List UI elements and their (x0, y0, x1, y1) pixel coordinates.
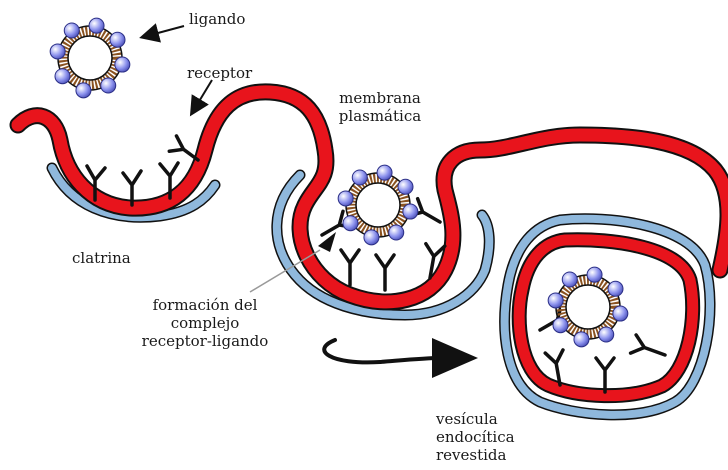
ligand-ring (561, 280, 615, 334)
ligand-bead (55, 69, 70, 84)
receptor (596, 358, 614, 392)
ligand-ring (63, 31, 117, 85)
ligand-bead (562, 272, 577, 287)
label-formacion-complejo: formación del complejo receptor-ligando (135, 296, 275, 350)
label-vesicula-endocitica: vesícula endocítica revestida (436, 410, 515, 464)
label-receptor: receptor (187, 64, 252, 82)
ligand-bead (50, 44, 65, 59)
ligand-bead (76, 83, 91, 98)
ligand-bead (599, 327, 614, 342)
ligand-bead (377, 165, 392, 180)
receptor (630, 335, 668, 364)
ligand-bead (89, 18, 104, 33)
ligand-bead (115, 57, 130, 72)
ligand-bead (398, 179, 413, 194)
receptor (376, 255, 394, 290)
ligand-bead (548, 293, 563, 308)
label-clatrina: clatrina (72, 249, 131, 267)
label-membrana-line1: membrana (325, 89, 435, 107)
label-membrana-plasmatica: membrana plasmática (325, 89, 435, 125)
receptor-pointer-arrow (192, 80, 212, 113)
ligand-bead (338, 191, 353, 206)
ligand-bead (110, 32, 125, 47)
ligand-bead (364, 230, 379, 245)
ligand-ring (351, 178, 405, 232)
ligand-bead (403, 204, 418, 219)
ligand-bead (64, 23, 79, 38)
ligand-bead (613, 306, 628, 321)
label-vesicula-line1: vesícula (436, 410, 515, 428)
ligand-bead (608, 281, 623, 296)
internalization-arrow (324, 338, 478, 378)
label-formacion-line3: receptor-ligando (135, 332, 275, 350)
label-vesicula-line3: revestida (436, 446, 515, 464)
label-vesicula-line2: endocítica (436, 428, 515, 446)
label-membrana-line2: plasmática (325, 107, 435, 125)
ligand-bead (389, 225, 404, 240)
receptor (341, 250, 359, 285)
ligand-bead (101, 78, 116, 93)
ligand-particle-vesicle (548, 267, 628, 347)
ligand-bead (574, 332, 589, 347)
ligand-particle-bound (338, 165, 418, 245)
ligand-bead (553, 318, 568, 333)
label-formacion-line2: complejo (135, 314, 275, 332)
label-ligando: ligando (189, 10, 245, 28)
label-formacion-line1: formación del (135, 296, 275, 314)
ligando-pointer-arrow (143, 26, 184, 37)
ligand-bead (352, 170, 367, 185)
ligand-particle-free (50, 18, 130, 98)
ligand-bead (587, 267, 602, 282)
ligand-bead (343, 216, 358, 231)
